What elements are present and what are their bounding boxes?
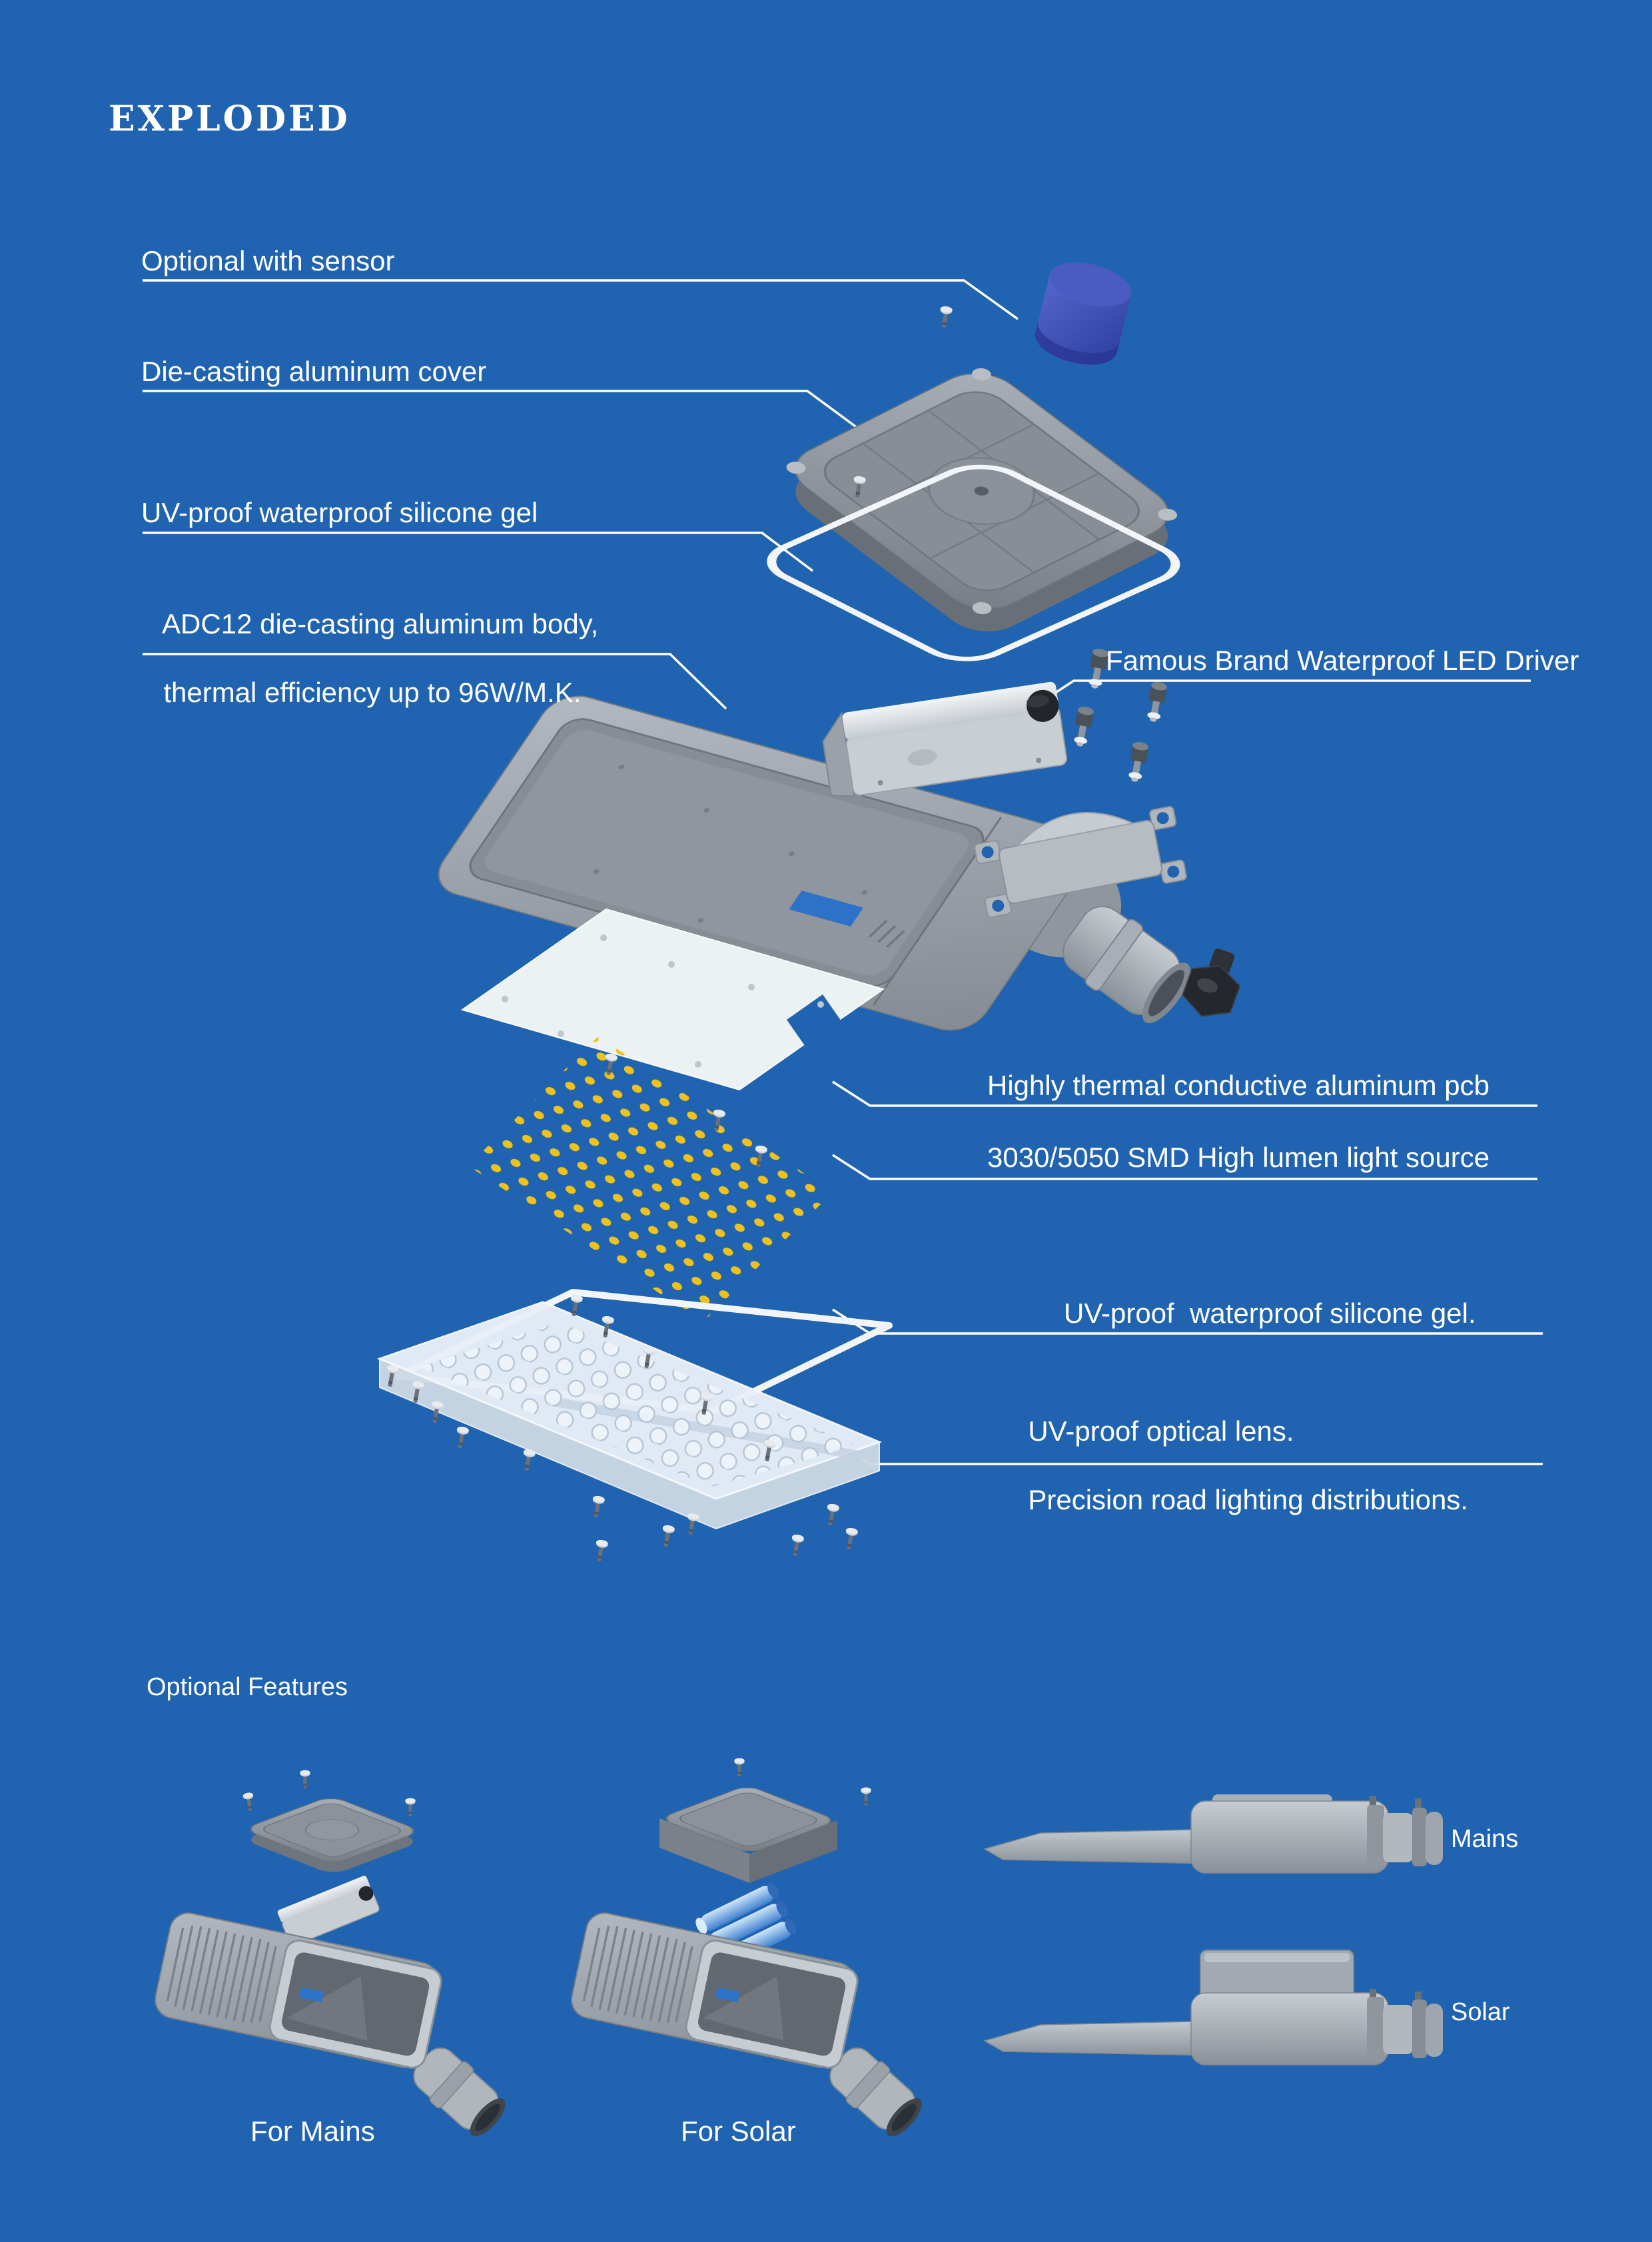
label-led: 3030/5050 SMD High lumen light source bbox=[987, 1142, 1490, 1173]
solar-profile-graphic bbox=[983, 1950, 1443, 2065]
label-driver: Famous Brand Waterproof LED Driver bbox=[1106, 645, 1579, 676]
mains-profile-graphic bbox=[983, 1794, 1443, 1874]
lens-graphic bbox=[376, 1301, 883, 1530]
leader-sensor bbox=[143, 279, 1019, 320]
label-sensor: Optional with sensor bbox=[141, 245, 395, 276]
caption-mains-profile: Mains bbox=[1451, 1825, 1519, 1853]
label-body-line2: thermal efficiency up to 96W/M.K. bbox=[163, 676, 582, 708]
label-gel-top: UV-proof waterproof silicone gel bbox=[141, 497, 538, 528]
label-lens-line2: Precision road lighting distributions. bbox=[1028, 1483, 1469, 1515]
mains-driver-graphic bbox=[277, 1876, 380, 1946]
label-body: ADC12 die-casting aluminum body, thermal… bbox=[148, 573, 598, 709]
caption-for-solar: For Solar bbox=[681, 2115, 796, 2147]
label-cover: Die-casting aluminum cover bbox=[141, 356, 487, 387]
mains-exploded-graphic bbox=[155, 1770, 506, 2137]
caption-for-mains: For Mains bbox=[250, 2115, 375, 2147]
mounting-bracket-graphic bbox=[974, 806, 1187, 918]
leader-driver bbox=[1042, 679, 1531, 702]
led-array-graphic bbox=[468, 1036, 833, 1322]
label-lens-line1: UV-proof optical lens. bbox=[1028, 1415, 1294, 1447]
pcb-graphic bbox=[460, 908, 885, 1091]
sensor-graphic bbox=[1034, 262, 1132, 365]
leader-cover bbox=[143, 390, 859, 430]
leader-gel-top bbox=[143, 532, 814, 572]
page-title: EXPLODED bbox=[109, 99, 350, 139]
optional-features-heading: Optional Features bbox=[147, 1673, 348, 1701]
label-pcb: Highly thermal conductive aluminum pcb bbox=[987, 1070, 1490, 1101]
leader-led bbox=[832, 1154, 1537, 1180]
caption-solar-profile: Solar bbox=[1451, 1998, 1510, 2026]
leader-pcb bbox=[832, 1080, 1537, 1107]
leader-body bbox=[143, 653, 727, 710]
label-body-line1: ADC12 die-casting aluminum body, bbox=[162, 608, 599, 640]
cover-graphic bbox=[786, 368, 1178, 631]
driver-graphic bbox=[822, 681, 1068, 797]
body-sticker bbox=[789, 891, 864, 927]
solar-exploded-graphic bbox=[554, 1758, 956, 2151]
body-graphic bbox=[438, 695, 1190, 1031]
label-lens: UV-proof optical lens. Precision road li… bbox=[1013, 1380, 1468, 1517]
label-gel-bottom: UV-proof waterproof silicone gel. bbox=[1064, 1298, 1476, 1329]
cable-gland-graphic bbox=[1182, 948, 1241, 1017]
cover-gasket-graphic bbox=[767, 464, 1180, 661]
body-arm-graphic bbox=[1062, 905, 1190, 1024]
